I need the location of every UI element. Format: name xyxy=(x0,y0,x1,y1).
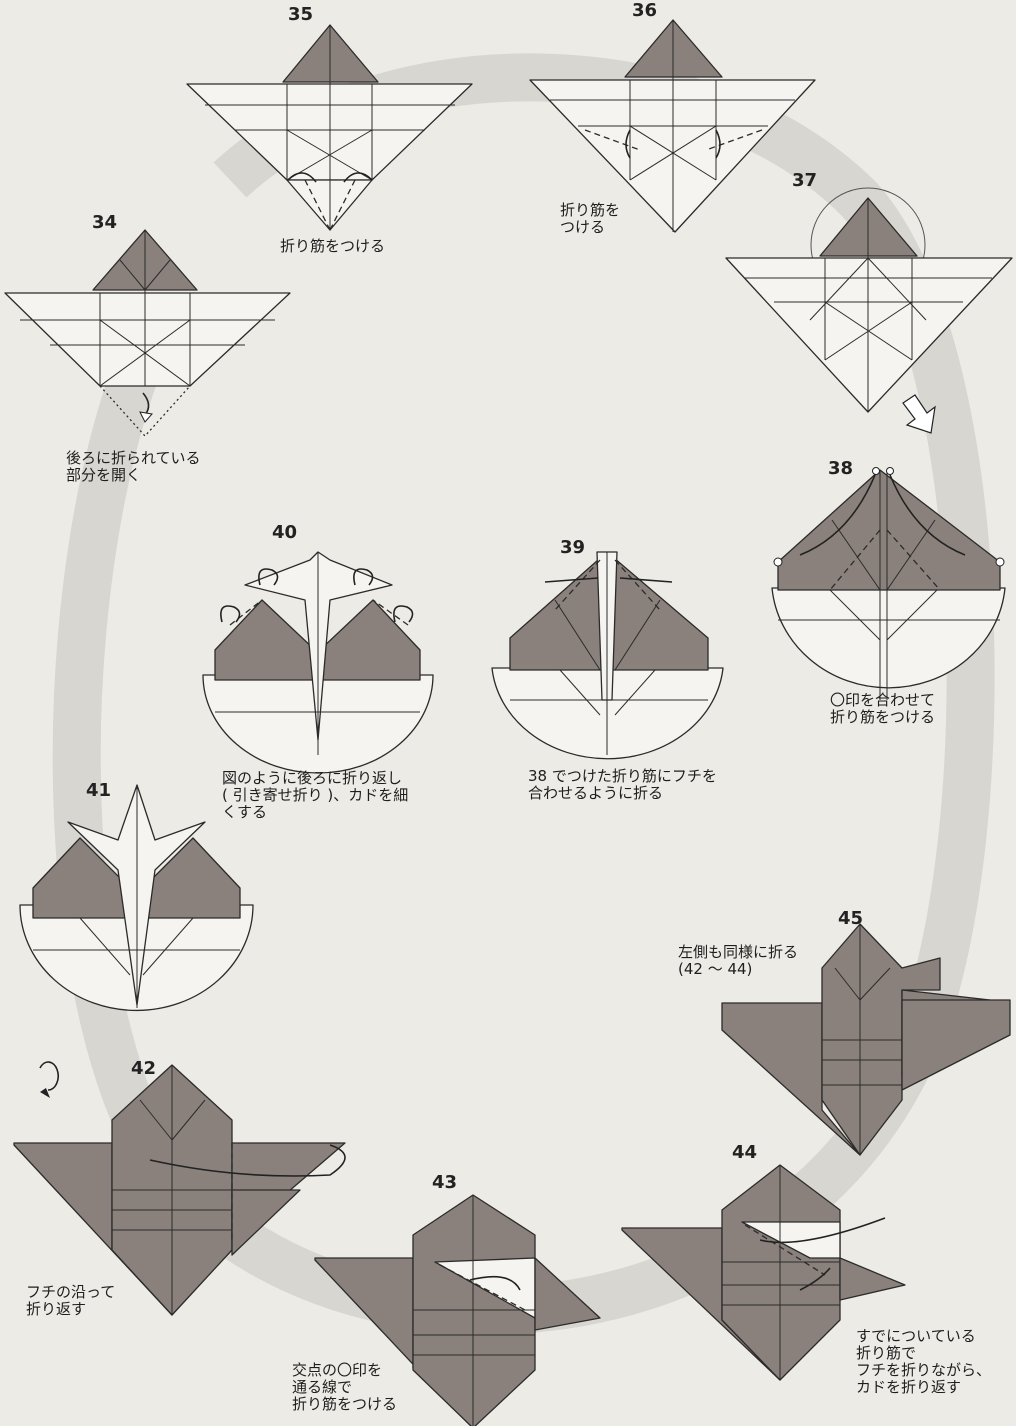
step-number: 39 xyxy=(560,537,586,558)
step-36-caption: 折り筋を つける xyxy=(560,201,621,236)
step-40-caption: 図のように後ろに折り返し ( 引き寄せ折り )、カドを細 くする xyxy=(222,769,409,821)
step-44-figure xyxy=(621,1164,906,1381)
step-number: 36 xyxy=(632,0,658,21)
step-35-figure xyxy=(186,24,473,231)
step-39-figure xyxy=(491,551,724,760)
step-36-figure xyxy=(529,19,816,233)
step-38-caption: 〇印を合わせて 折り筋をつける xyxy=(830,691,936,726)
step-43-caption: 交点の〇印を 通る線で 折り筋をつける xyxy=(292,1361,398,1413)
step-42-caption: フチの沿って 折り返す xyxy=(26,1283,116,1318)
step-number: 34 xyxy=(92,212,118,233)
step-number: 35 xyxy=(288,4,314,25)
step-42-figure xyxy=(13,1061,346,1316)
step-37-figure xyxy=(725,187,1013,434)
step-34-caption: 後ろに折られている 部分を開く xyxy=(66,449,201,484)
step-34-figure xyxy=(4,229,291,437)
step-44-caption: すでについている 折り筋で フチを折りながら、 カドを折り返す xyxy=(856,1327,992,1396)
step-number: 40 xyxy=(272,522,298,543)
step-number: 45 xyxy=(838,908,864,929)
step-45-figure xyxy=(721,923,1011,1156)
step-38-figure xyxy=(771,467,1006,700)
step-number: 44 xyxy=(732,1142,758,1163)
turn-over-icon xyxy=(39,1061,59,1091)
step-39-caption: 38 でつけた折り筋にフチを 合わせるように折る xyxy=(528,767,717,802)
step-43-figure xyxy=(314,1194,601,1426)
turn-arrow-icon xyxy=(902,394,936,434)
step-40-figure xyxy=(202,551,434,774)
step-35-caption: 折り筋をつける xyxy=(280,237,386,255)
step-number: 37 xyxy=(792,170,818,191)
step-number: 41 xyxy=(86,780,112,801)
step-41-figure xyxy=(19,784,254,1012)
step-number: 38 xyxy=(828,458,854,479)
step-number: 43 xyxy=(432,1172,458,1193)
step-45-caption: 左側も同様に折る (42 ～ 44) xyxy=(678,943,799,978)
step-number: 42 xyxy=(131,1058,157,1079)
